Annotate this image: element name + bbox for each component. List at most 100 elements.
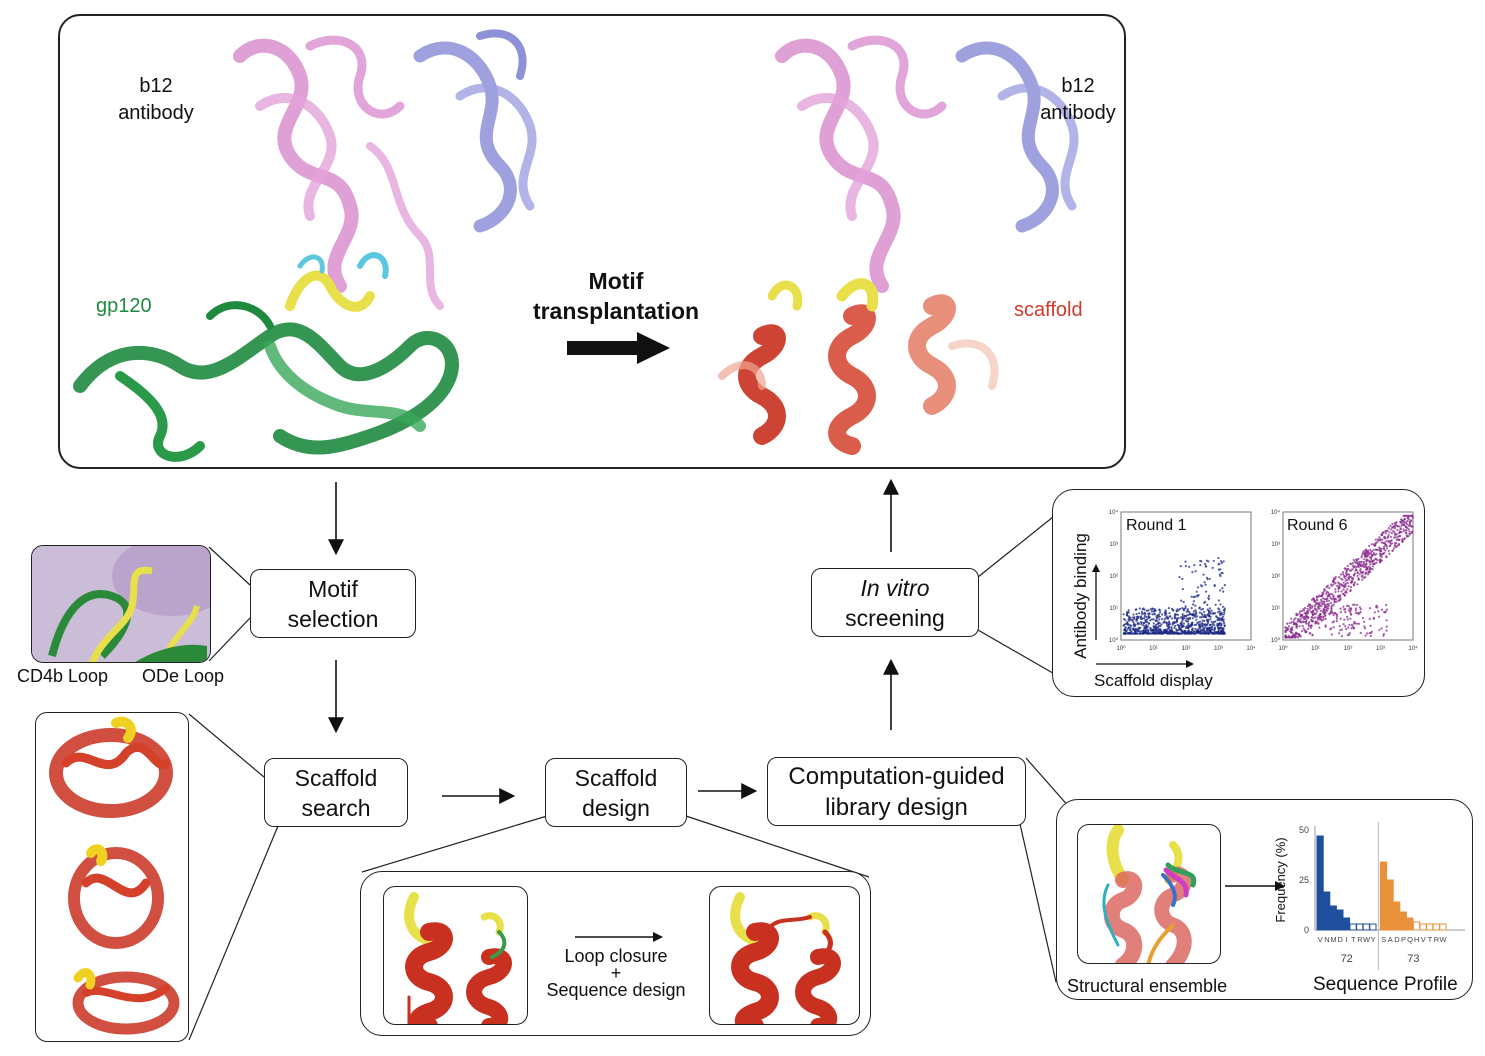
facs-y-tick: 10⁴ — [1271, 509, 1281, 516]
facs-x-tick: 10⁴ — [1408, 645, 1418, 652]
profile-x-tick: V — [1421, 935, 1426, 944]
profile-bar — [1432, 923, 1440, 931]
profile-bar — [1362, 923, 1370, 931]
facs-y-tick: 10³ — [1109, 542, 1118, 548]
cd4b-loop-label: CD4b Loop — [17, 666, 109, 686]
profile-bar — [1349, 923, 1357, 931]
in-vitro-screening-box: In vitro screening — [811, 568, 979, 637]
facs-x-tick: 10⁴ — [1246, 645, 1256, 652]
post-design-structure-thumbnail — [709, 886, 860, 1025]
profile-x-tick: Q — [1407, 935, 1413, 944]
arrow-title-line1: Motif — [588, 268, 644, 294]
loop-closure-line3: Sequence design — [546, 980, 686, 1000]
ensemble-to-profile-arrow-icon — [1225, 881, 1285, 891]
scaffold-search-line1: Scaffold — [294, 764, 378, 791]
motif-selection-line2: selection — [287, 605, 379, 632]
profile-x-tick: R — [1434, 935, 1440, 944]
scaffold-design-box: Scaffold design — [545, 758, 687, 827]
profile-y-axis-label: Frequency (%) — [1273, 837, 1288, 922]
loop-closure-line1: Loop closure — [564, 946, 668, 966]
facs-y-label: Antibody binding — [1071, 533, 1090, 659]
profile-bar — [1399, 911, 1407, 931]
scaffold-design-detail-panel: Loop closure + Sequence design — [360, 871, 871, 1036]
post-design-structure-image — [730, 892, 841, 1024]
profile-x-tick: T — [1428, 935, 1433, 944]
scaffold-design-line2: design — [582, 794, 650, 821]
profile-x-tick: T — [1351, 935, 1356, 944]
profile-x-tick: M — [1330, 935, 1336, 944]
facs-dots — [1122, 556, 1226, 635]
structural-ensemble-image — [1102, 825, 1197, 963]
round1-label: Round 1 — [1126, 517, 1187, 534]
motif-loops-thumbnail — [31, 545, 211, 663]
loop-closure-arrow-icon — [575, 932, 663, 942]
profile-bar — [1419, 923, 1427, 931]
scaffold-candidates-thumbnail — [35, 712, 189, 1042]
facs-x-tick: 10² — [1182, 646, 1191, 652]
motif-transplantation-title: Motif transplantation — [516, 266, 716, 326]
motif-selection-box: Motif selection — [250, 569, 416, 638]
profile-bar — [1316, 835, 1324, 931]
profile-x-tick: W — [1363, 935, 1371, 944]
profile-x-tick: I — [1346, 935, 1348, 944]
library-design-line2: library design — [825, 793, 968, 821]
profile-bar — [1379, 861, 1388, 931]
structural-ensemble-thumbnail — [1077, 824, 1221, 964]
in-vitro-italic: In vitro — [860, 574, 930, 601]
profile-x-tick: H — [1414, 935, 1419, 944]
scaffold-design-line1: Scaffold — [574, 764, 658, 791]
facs-x-tick: 10² — [1344, 646, 1353, 652]
facs-x-tick: 10⁰ — [1116, 645, 1126, 652]
facs-x-tick: 10³ — [1214, 646, 1223, 652]
library-design-line1: Computation-guided — [788, 762, 1005, 790]
facs-y-arrow-head — [1092, 564, 1100, 572]
motif-loops-image — [32, 546, 210, 662]
arrow-title-line2: transplantation — [532, 298, 700, 324]
structural-ensemble-label: Structural ensemble — [1067, 976, 1228, 996]
facs-x-arrow-head — [1186, 660, 1194, 668]
facs-x-tick: 10¹ — [1149, 646, 1158, 652]
profile-bar — [1323, 891, 1331, 931]
facs-x-tick: 10⁰ — [1278, 645, 1288, 652]
profile-x-tick: W — [1440, 935, 1448, 944]
pre-design-structure-thumbnail — [383, 886, 528, 1025]
profile-bar — [1439, 923, 1447, 931]
profile-bar — [1356, 923, 1364, 931]
right-antibody-label-line2: antibody — [1040, 102, 1116, 124]
profile-bar — [1369, 923, 1377, 931]
facs-plots: 10⁰10⁰10¹10¹10²10²10³10³10⁴10⁴10⁰10⁰10¹1… — [1092, 509, 1418, 668]
profile-y-tick: 25 — [1299, 875, 1309, 885]
facs-y-tick: 10² — [1109, 574, 1118, 580]
profile-bar — [1386, 879, 1394, 931]
profile-bar — [1406, 917, 1414, 931]
profile-x-tick: D — [1337, 935, 1343, 944]
left-antibody-label: b12 antibody — [110, 73, 202, 127]
facs-y-tick: 10¹ — [1109, 606, 1118, 612]
left-antibody-label-line2: antibody — [118, 102, 194, 124]
profile-x-tick: V — [1318, 935, 1323, 944]
right-antibody-label-line1: b12 — [1061, 75, 1095, 97]
right-antibody-label: b12 antibody — [1030, 73, 1126, 127]
profile-position-label: 73 — [1407, 953, 1419, 965]
loop-closure-line2: + — [610, 963, 622, 983]
motif-transplantation-panel: b12 antibody gp120 Motif transplantation… — [58, 14, 1126, 469]
facs-y-tick: 10² — [1271, 574, 1280, 580]
scaffold-search-line2: search — [301, 794, 371, 821]
scaffold-label: scaffold — [1014, 299, 1083, 321]
facs-x-label: Scaffold display — [1094, 671, 1213, 690]
profile-x-tick: A — [1388, 935, 1393, 944]
profile-bar — [1342, 917, 1351, 931]
scaffold-search-box: Scaffold search — [264, 758, 408, 827]
profile-x-tick: N — [1324, 935, 1329, 944]
profile-x-tick: S — [1381, 935, 1386, 944]
facs-y-tick: 10³ — [1271, 542, 1280, 548]
profile-position-label: 72 — [1341, 953, 1353, 965]
ode-loop-label: ODe Loop — [142, 666, 225, 686]
left-antibody-label-line1: b12 — [139, 75, 173, 97]
sequence-profile-label: Sequence Profile — [1313, 974, 1458, 995]
profile-x-tick: P — [1401, 935, 1406, 944]
gp120-label: gp120 — [96, 295, 152, 317]
